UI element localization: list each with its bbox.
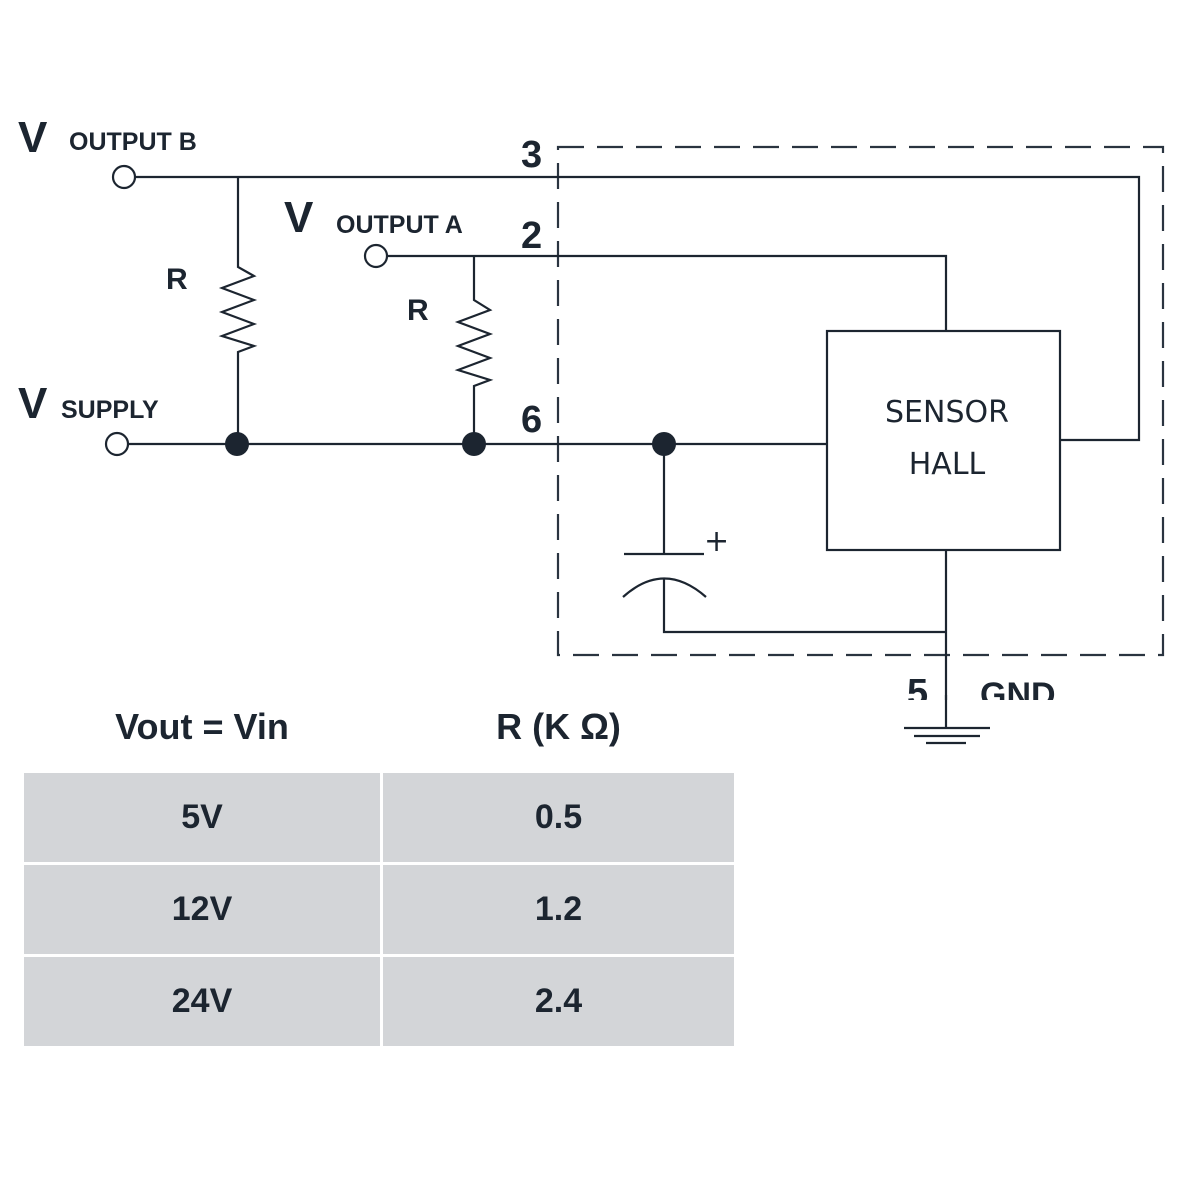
terminal-output-a: [363, 243, 389, 269]
sensor-module-enclosure: [556, 145, 1165, 657]
sensor-label-line2: HALL: [909, 447, 986, 482]
wire-output-b: [136, 175, 1141, 442]
junction-node-1: [225, 432, 249, 456]
label-pin-3: 3: [521, 134, 542, 176]
label-pin-6: 6: [521, 399, 542, 441]
capacitor-to-ground-wire: [662, 578, 946, 634]
resistor-output-b: [218, 177, 258, 444]
sensor-hall-box: [825, 329, 1062, 552]
label-output-b: OUTPUT B: [69, 128, 197, 156]
label-resistor-a: R: [407, 294, 429, 327]
table-row: 24V 2.4: [24, 957, 734, 1049]
label-resistor-b: R: [166, 263, 188, 296]
label-v-output-b: V: [18, 113, 48, 162]
hall-sensor-circuit-diagram: SENSOR HALL V OUTPUT B V OUTPUT A V SUPP…: [18, 113, 1165, 700]
table-header-resistance: R (K Ω): [496, 706, 621, 747]
label-supply: SUPPLY: [61, 396, 159, 424]
capacitor-plus-label: +: [704, 524, 729, 559]
table-cell-vout: 24V: [24, 957, 380, 1046]
table-row: 12V 1.2: [24, 865, 734, 957]
label-v-supply: V: [18, 379, 48, 428]
table-row: 5V 0.5: [24, 773, 734, 865]
table-cell-resistance: 0.5: [383, 773, 734, 862]
table-cell-vout: 12V: [24, 865, 380, 954]
table-cell-resistance: 1.2: [383, 865, 734, 954]
junction-node-3: [652, 432, 676, 456]
table-cell-vout: 5V: [24, 773, 380, 862]
resistor-value-table: 5V 0.5 12V 1.2 24V 2.4: [24, 773, 734, 1049]
terminal-output-b: [111, 164, 137, 190]
ground-symbol-overlay: [904, 695, 990, 745]
table-cell-resistance: 2.4: [383, 957, 734, 1046]
label-pin-2: 2: [521, 215, 542, 257]
label-gnd: GND: [980, 676, 1056, 700]
sensor-label-line1: SENSOR: [885, 395, 1009, 430]
label-output-a: OUTPUT A: [336, 211, 463, 239]
table-header-vout: Vout = Vin: [115, 706, 289, 747]
label-v-output-a: V: [284, 193, 314, 242]
label-pin-5: 5: [907, 672, 928, 700]
terminal-supply: [104, 431, 130, 457]
resistor-output-a: [454, 256, 494, 444]
wire-output-a: [388, 254, 948, 331]
junction-node-2: [462, 432, 486, 456]
